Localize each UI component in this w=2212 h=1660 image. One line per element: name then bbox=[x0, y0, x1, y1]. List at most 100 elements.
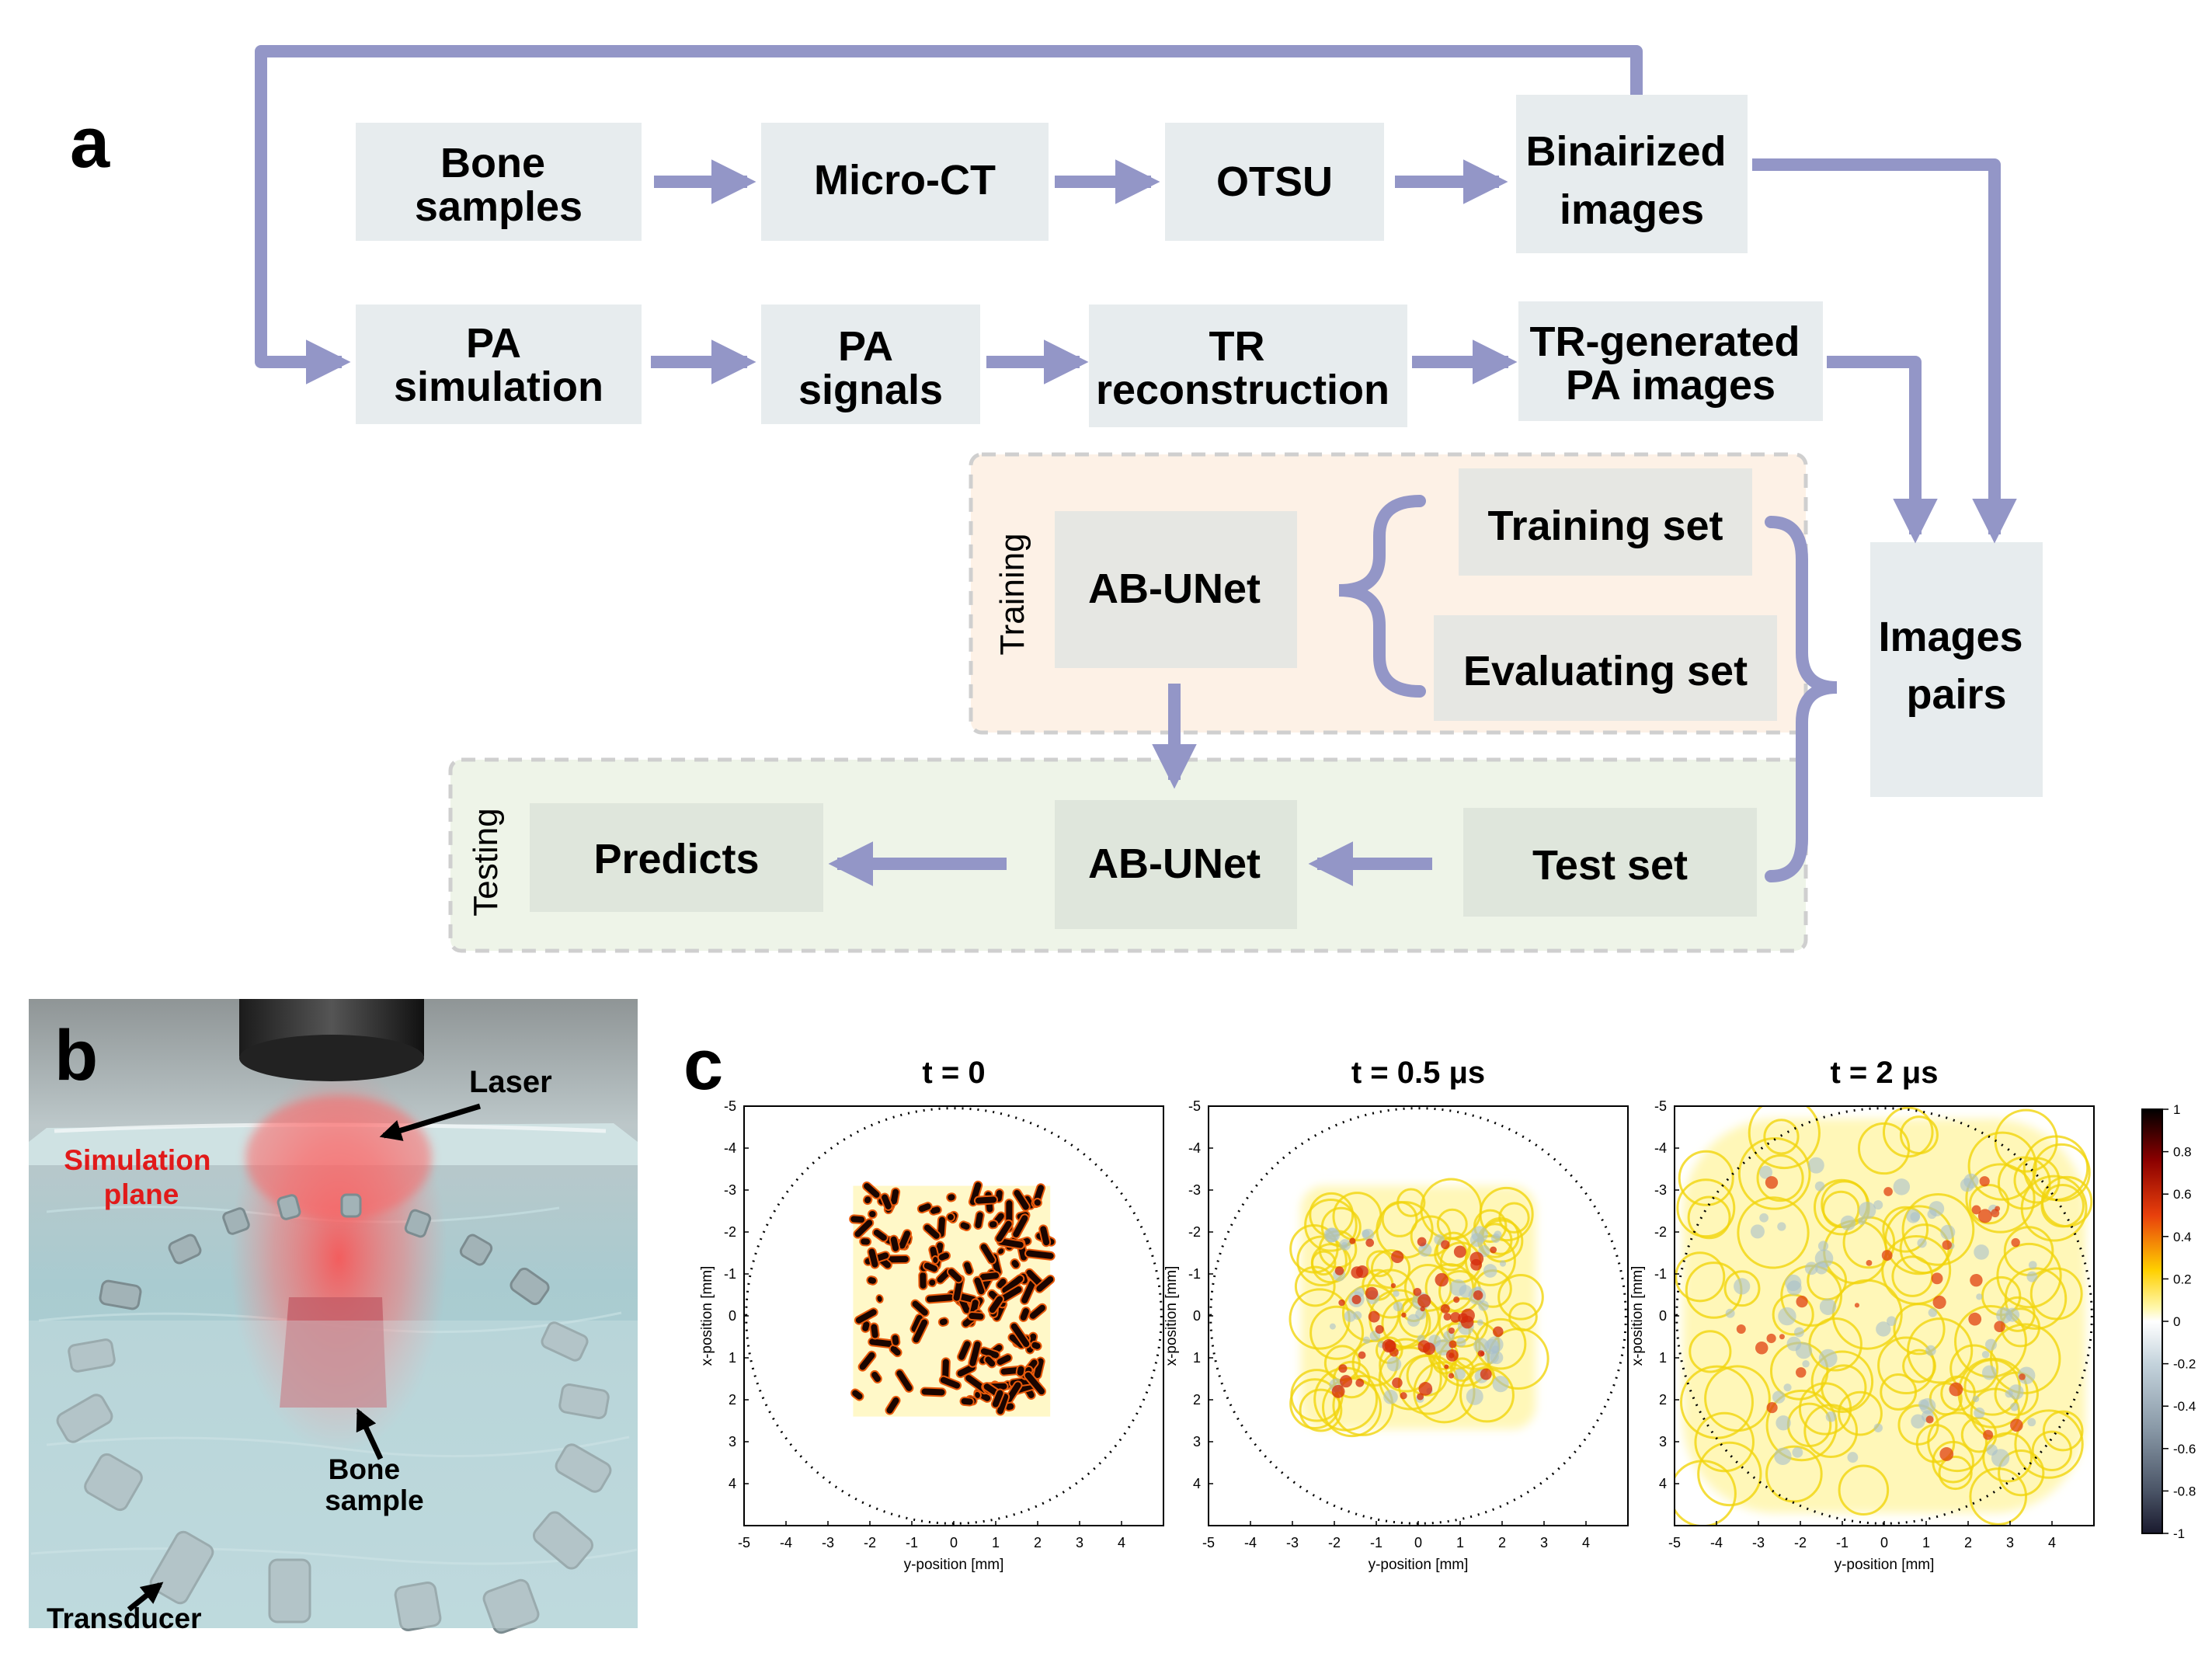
tr-reconstruction-label-line1: TR bbox=[1209, 323, 1265, 370]
plot-title: t = 0.5 μs bbox=[1351, 1056, 1485, 1090]
svg-text:Bone samples: Bone samples bbox=[415, 140, 583, 230]
binarized-images-box bbox=[1516, 95, 1748, 253]
simulation-plane-label-line1: Simulation bbox=[64, 1144, 210, 1176]
tr-generated-box bbox=[1518, 301, 1823, 421]
x-tick-label: -4 bbox=[1244, 1535, 1257, 1550]
micro-ct-box bbox=[761, 123, 1049, 241]
y-tick-label: 2 bbox=[1193, 1392, 1201, 1408]
y-tick-label: -1 bbox=[1654, 1266, 1667, 1282]
detector-circle bbox=[745, 1107, 1163, 1525]
x-tick-label: -2 bbox=[864, 1535, 876, 1550]
x-tick-label: 2 bbox=[1964, 1535, 1972, 1550]
y-tick-label: -3 bbox=[1188, 1182, 1201, 1198]
images-pairs-label-line1: Images bbox=[1878, 614, 2022, 660]
predicts-box bbox=[530, 803, 823, 912]
images-pairs-box bbox=[1870, 542, 2043, 797]
x-tick-label: -4 bbox=[1710, 1535, 1723, 1550]
pa-signals-label-line1: PA bbox=[838, 323, 892, 370]
training-set-label: Training set bbox=[1487, 503, 1723, 549]
x-tick-label: -1 bbox=[906, 1535, 918, 1550]
panel-label-c: c bbox=[683, 1025, 723, 1105]
svg-text:Simulation plane: Simulation plane bbox=[64, 1144, 218, 1210]
svg-text:TR reconstruction: TR reconstruction bbox=[1096, 323, 1389, 413]
otsu-label: OTSU bbox=[1216, 158, 1333, 205]
x-tick-label: -5 bbox=[1668, 1535, 1681, 1550]
y-tick-label: 2 bbox=[729, 1392, 736, 1408]
y-tick-label: 0 bbox=[729, 1308, 736, 1324]
arrow-generated-to-pairs bbox=[1827, 356, 1938, 544]
pa-simulation-label-line1: PA bbox=[466, 320, 520, 367]
x-tick-label: -4 bbox=[780, 1535, 792, 1550]
colorbar-tick-label: 0.8 bbox=[2173, 1145, 2192, 1160]
bone-sample-label-line1: Bone bbox=[329, 1453, 401, 1485]
y-tick-label: 0 bbox=[1193, 1308, 1201, 1324]
pa-simulation-box bbox=[356, 305, 642, 424]
svg-text:Binairized images: Binairized images bbox=[1525, 128, 1737, 233]
x-tick-label: 0 bbox=[950, 1535, 958, 1550]
y-tick-label: -4 bbox=[1188, 1140, 1201, 1156]
bone-sample-label-line2: sample bbox=[325, 1484, 424, 1516]
y-tick-label: 2 bbox=[1659, 1392, 1667, 1408]
tr-reconstruction-label-line2: reconstruction bbox=[1096, 367, 1389, 413]
training-set-box bbox=[1459, 468, 1752, 576]
evaluating-set-box bbox=[1434, 615, 1777, 721]
bone-samples-label-line1: Bone bbox=[440, 140, 545, 186]
tr-generated-label-line1: TR-generated bbox=[1529, 318, 1800, 365]
y-tick-label: 4 bbox=[1193, 1476, 1201, 1491]
y-tick-label: 3 bbox=[1193, 1434, 1201, 1449]
transducer-pointer-arrow bbox=[127, 1582, 164, 1612]
x-tick-label: -1 bbox=[1370, 1535, 1382, 1550]
colorbar-tick-label: -0.6 bbox=[2173, 1442, 2196, 1456]
simulation-plane-label-line2: plane bbox=[104, 1178, 179, 1210]
evaluating-set-label: Evaluating set bbox=[1463, 648, 1748, 694]
svg-text:TR-generated PA images: TR-generated PA images bbox=[1529, 318, 1811, 409]
bone-pointer-arrow bbox=[356, 1408, 384, 1460]
simulation-scene bbox=[29, 999, 638, 1634]
detector-circle bbox=[1209, 1107, 1627, 1525]
plot-title: t = 0 bbox=[922, 1056, 985, 1090]
bone-samples-box bbox=[356, 123, 642, 241]
y-tick-label: 1 bbox=[1193, 1350, 1201, 1366]
arrow-feedback-loop bbox=[255, 45, 1643, 385]
x-tick-label: 2 bbox=[1498, 1535, 1506, 1550]
bone-samples-label-line2: samples bbox=[415, 183, 583, 230]
training-abunet-label: AB-UNet bbox=[1088, 566, 1261, 612]
colorbar-ticks: 10.80.60.40.20-0.2-0.4-0.6-0.8-1 bbox=[2162, 1102, 2196, 1541]
svg-text:PA signals: PA signals bbox=[798, 323, 943, 413]
x-tick-label: -3 bbox=[1752, 1535, 1765, 1550]
x-tick-label: -5 bbox=[738, 1535, 750, 1550]
y-axis-label: x-position [mm] bbox=[1629, 1266, 1646, 1366]
test-set-box bbox=[1463, 808, 1757, 917]
x-tick-label: 4 bbox=[1582, 1535, 1590, 1550]
laser-pointer-arrow bbox=[379, 1103, 482, 1141]
pa-simulation-label-line2: simulation bbox=[394, 364, 603, 410]
x-tick-label: 1 bbox=[992, 1535, 1000, 1550]
y-tick-label: -2 bbox=[724, 1224, 736, 1240]
x-tick-label: 0 bbox=[1880, 1535, 1888, 1550]
svg-text:PA simulation: PA simulation bbox=[394, 320, 603, 410]
test-set-label: Test set bbox=[1532, 842, 1688, 889]
otsu-box bbox=[1165, 123, 1384, 241]
svg-text:Bone sample: Bone sample bbox=[325, 1453, 424, 1516]
x-tick-label: -3 bbox=[822, 1535, 834, 1550]
plot-field bbox=[1289, 1178, 1549, 1438]
colorbar-tick-label: -1 bbox=[2173, 1526, 2185, 1541]
panel-label-a: a bbox=[70, 103, 110, 183]
y-tick-label: -2 bbox=[1188, 1224, 1201, 1240]
colorbar-tick-label: -0.2 bbox=[2173, 1357, 2196, 1372]
training-region-label: Training bbox=[993, 533, 1031, 655]
x-tick-label: -1 bbox=[1836, 1535, 1849, 1550]
y-tick-label: -1 bbox=[1188, 1266, 1201, 1282]
y-tick-label: 4 bbox=[1659, 1476, 1667, 1491]
y-tick-label: 3 bbox=[1659, 1434, 1667, 1449]
testing-region-label: Testing bbox=[467, 808, 505, 916]
plot-title: t = 2 μs bbox=[1831, 1056, 1939, 1090]
x-tick-label: 4 bbox=[1118, 1535, 1125, 1550]
micro-ct-label: Micro-CT bbox=[814, 157, 996, 204]
y-tick-label: -3 bbox=[724, 1182, 736, 1198]
colorbar-tick-label: -0.8 bbox=[2173, 1484, 2196, 1498]
x-tick-label: -5 bbox=[1202, 1535, 1215, 1550]
x-tick-label: 2 bbox=[1034, 1535, 1042, 1550]
